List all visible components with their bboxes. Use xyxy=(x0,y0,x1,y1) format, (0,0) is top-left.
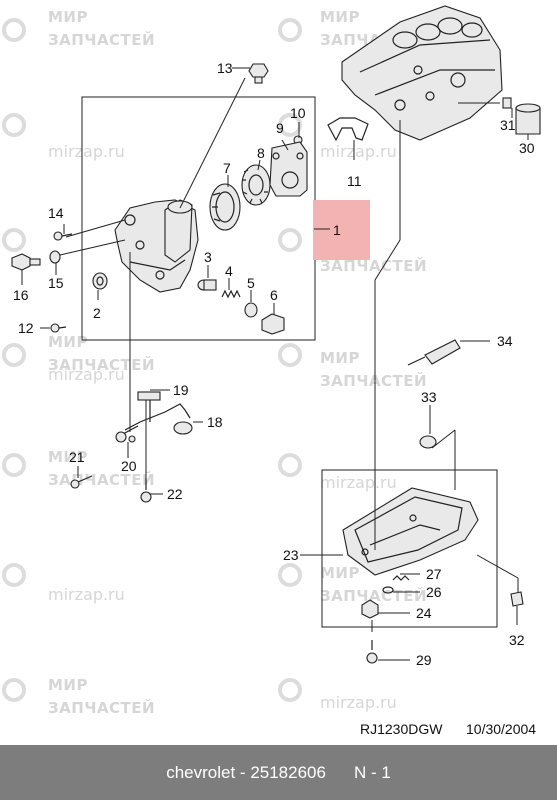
watermark-url: mirzap.ru xyxy=(320,473,397,492)
callout-23[interactable]: 23 xyxy=(283,547,299,563)
callout-32[interactable]: 32 xyxy=(509,632,525,648)
watermark-line2: ЗАПЧАСТЕЙ xyxy=(48,30,155,49)
watermark-url: mirzap.ru xyxy=(48,585,125,604)
washer-15 xyxy=(49,250,61,264)
callout-31[interactable]: 31 xyxy=(500,117,516,133)
footer-bar: chevrolet - 25182606 N - 1 xyxy=(0,745,557,800)
plug-16-drawing xyxy=(11,253,41,271)
callout-8[interactable]: 8 xyxy=(257,145,265,161)
footer-part-code: 25182606 xyxy=(250,762,326,782)
callout-22[interactable]: 22 xyxy=(167,486,183,502)
watermark-line1: МИР xyxy=(48,333,88,351)
callout-19[interactable]: 19 xyxy=(173,382,189,398)
callout-11[interactable]: 11 xyxy=(347,173,362,189)
callout-18[interactable]: 18 xyxy=(207,414,223,430)
watermark-line1: МИР xyxy=(320,8,360,26)
oil-pan-group-frame xyxy=(321,469,498,628)
watermark-line1: МИР xyxy=(320,564,360,582)
callout-29[interactable]: 29 xyxy=(416,652,432,668)
callout-24[interactable]: 24 xyxy=(416,605,432,621)
oil-pan xyxy=(342,487,479,576)
watermark-line2: ЗАПЧАСТЕЙ xyxy=(48,355,155,374)
watermark-url: mirzap.ru xyxy=(320,142,397,161)
seal-2 xyxy=(92,272,108,290)
callout-1[interactable]: 1 xyxy=(333,222,341,238)
seal-33 xyxy=(419,435,437,449)
callout-7[interactable]: 7 xyxy=(223,160,231,176)
spring-27 xyxy=(392,575,410,581)
watermark-url: mirzap.ru xyxy=(320,693,397,712)
sealant-tube xyxy=(407,339,461,366)
callout-13[interactable]: 13 xyxy=(217,60,233,76)
bolt-14-drawing xyxy=(53,231,73,241)
watermark-url: mirzap.ru xyxy=(48,142,125,161)
callout-2[interactable]: 2 xyxy=(93,305,101,321)
oil-filter-drawing xyxy=(502,97,541,135)
bolt-22-drawing xyxy=(140,478,152,503)
watermark-line1: МИР xyxy=(320,349,360,367)
watermark-line2: ЗАПЧАСТЕЙ xyxy=(320,256,427,275)
watermark-line2: ЗАПЧАСТЕЙ xyxy=(48,470,155,489)
callout-33[interactable]: 33 xyxy=(421,389,437,405)
callout-10[interactable]: 10 xyxy=(290,105,306,121)
watermark-line2: ЗАПЧАСТЕЙ xyxy=(320,586,427,605)
bolt-29-drawing xyxy=(366,640,378,664)
callout-21[interactable]: 21 xyxy=(69,449,85,465)
callout-12[interactable]: 12 xyxy=(18,320,34,336)
highlight-box[interactable] xyxy=(313,200,370,260)
seal-carrier xyxy=(327,117,369,142)
callout-34[interactable]: 34 xyxy=(497,333,513,349)
footer-separator: - xyxy=(239,762,246,782)
plug-6-drawing xyxy=(261,313,285,335)
outer-gear xyxy=(241,164,271,206)
relief-spring xyxy=(221,289,241,299)
callout-20[interactable]: 20 xyxy=(121,458,137,474)
watermark-line1: МИР xyxy=(48,448,88,466)
bolt-12-drawing xyxy=(50,323,67,333)
diagram-reference-date: 10/30/2004 xyxy=(466,721,536,737)
watermark-line1: МИР xyxy=(48,676,88,694)
o-ring-26 xyxy=(382,586,394,594)
cap-32 xyxy=(510,591,524,607)
bolt-21-drawing xyxy=(70,475,93,489)
callout-16[interactable]: 16 xyxy=(13,287,29,303)
watermark-line2: ЗАПЧАСТЕЙ xyxy=(320,371,427,390)
bolt-13-drawing xyxy=(248,63,269,84)
callout-9[interactable]: 9 xyxy=(276,120,284,136)
callout-30[interactable]: 30 xyxy=(519,140,535,156)
footer-position: N - 1 xyxy=(353,762,391,782)
callout-5[interactable]: 5 xyxy=(247,275,255,291)
oil-pickup-tube xyxy=(115,391,193,443)
watermark-url: mirzap.ru xyxy=(48,365,125,384)
pump-body xyxy=(114,199,199,293)
callout-4[interactable]: 4 xyxy=(225,263,233,279)
engine-block-drawing xyxy=(341,5,503,141)
leader-lines xyxy=(21,67,529,661)
callout-15[interactable]: 15 xyxy=(48,275,64,291)
parts-diagram: МИР ЗАПЧАСТЕЙ МИР ЗАПЧАСТЕЙ mirzap.ru mi… xyxy=(2,5,541,737)
diagram-reference-code: RJ1230DGW xyxy=(360,721,443,737)
washer-5 xyxy=(244,302,258,318)
callout-14[interactable]: 14 xyxy=(48,205,64,221)
callout-6[interactable]: 6 xyxy=(270,287,278,303)
callout-26[interactable]: 26 xyxy=(426,584,442,600)
relief-piston xyxy=(197,279,217,291)
callout-numbers: 1 2 3 4 5 6 7 8 9 10 11 12 13 14 15 16 1… xyxy=(13,60,535,668)
watermark-logo-icon xyxy=(2,18,302,702)
inner-rotor xyxy=(209,183,241,231)
footer-brand: chevrolet xyxy=(166,762,236,782)
callout-3[interactable]: 3 xyxy=(204,249,212,265)
callout-27[interactable]: 27 xyxy=(426,566,442,582)
watermark-line2: ЗАПЧАСТЕЙ xyxy=(48,698,155,717)
drain-plug-24 xyxy=(361,599,379,619)
watermark-line1: МИР xyxy=(48,8,88,26)
